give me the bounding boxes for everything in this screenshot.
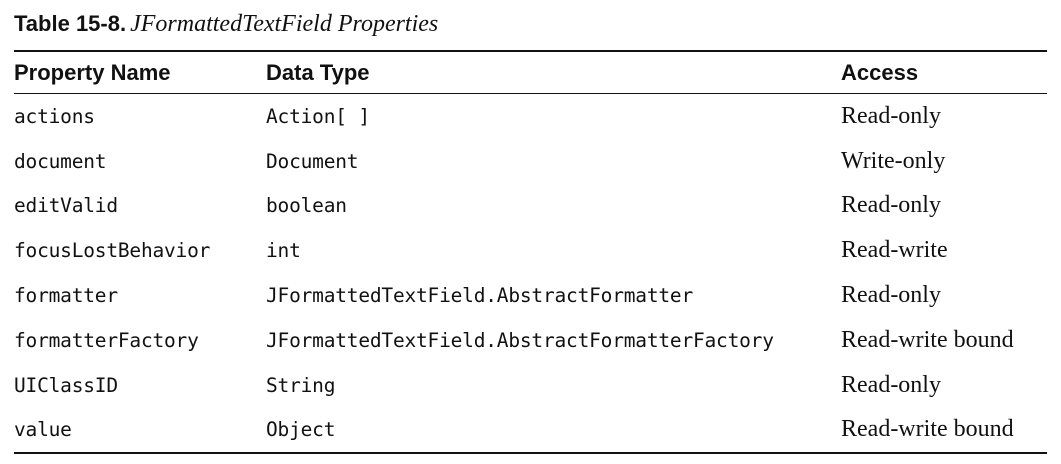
cell-data-type: JFormattedTextField.AbstractFormatterFac… [266,328,774,352]
cell-data-type: Action[ ] [266,104,370,128]
cell-property-name: focusLostBehavior [14,239,211,263]
header-access: Access [841,59,919,85]
cell-data-type: int [266,239,301,263]
cell-access: Read-only [841,102,941,129]
table-row: value Object Read-write bound [14,408,1047,453]
properties-table: Property Name Data Type Access actions A… [14,50,1047,455]
table-caption-label: Table 15-8. [14,11,127,36]
cell-data-type: Object [266,418,336,442]
header-data-type: Data Type [266,59,370,85]
cell-access: Read-only [841,282,941,309]
cell-access: Read-write [841,237,948,264]
table-row: UIClassID String Read-only [14,363,1047,408]
cell-data-type: String [266,373,336,397]
table-row: editValid boolean Read-only [14,184,1047,229]
cell-access: Read-write bound [841,326,1014,353]
cell-access: Read-write bound [841,416,1014,443]
cell-data-type: JFormattedTextField.AbstractFormatter [266,284,693,308]
cell-access: Write-only [841,147,946,174]
table-row: document Document Write-only [14,139,1047,184]
cell-access: Read-only [841,192,941,219]
table-row: formatter JFormattedTextField.AbstractFo… [14,273,1047,318]
header-property-name: Property Name [14,59,171,85]
table-caption: Table 15-8. JFormattedTextField Properti… [14,8,438,40]
table-caption-title: JFormattedTextField Properties [130,11,439,37]
cell-data-type: Document [266,149,359,173]
table-header-row: Property Name Data Type Access [14,52,1047,94]
cell-property-name: UIClassID [14,373,118,397]
cell-access: Read-only [841,371,941,398]
cell-property-name: editValid [14,194,118,218]
table-row: formatterFactory JFormattedTextField.Abs… [14,318,1047,363]
cell-data-type: boolean [266,194,347,218]
cell-property-name: document [14,149,107,173]
table-row: actions Action[ ] Read-only [14,94,1047,139]
cell-property-name: actions [14,104,95,128]
cell-property-name: formatter [14,284,118,308]
cell-property-name: formatterFactory [14,328,199,352]
cell-property-name: value [14,418,72,442]
table-row: focusLostBehavior int Read-write [14,228,1047,273]
